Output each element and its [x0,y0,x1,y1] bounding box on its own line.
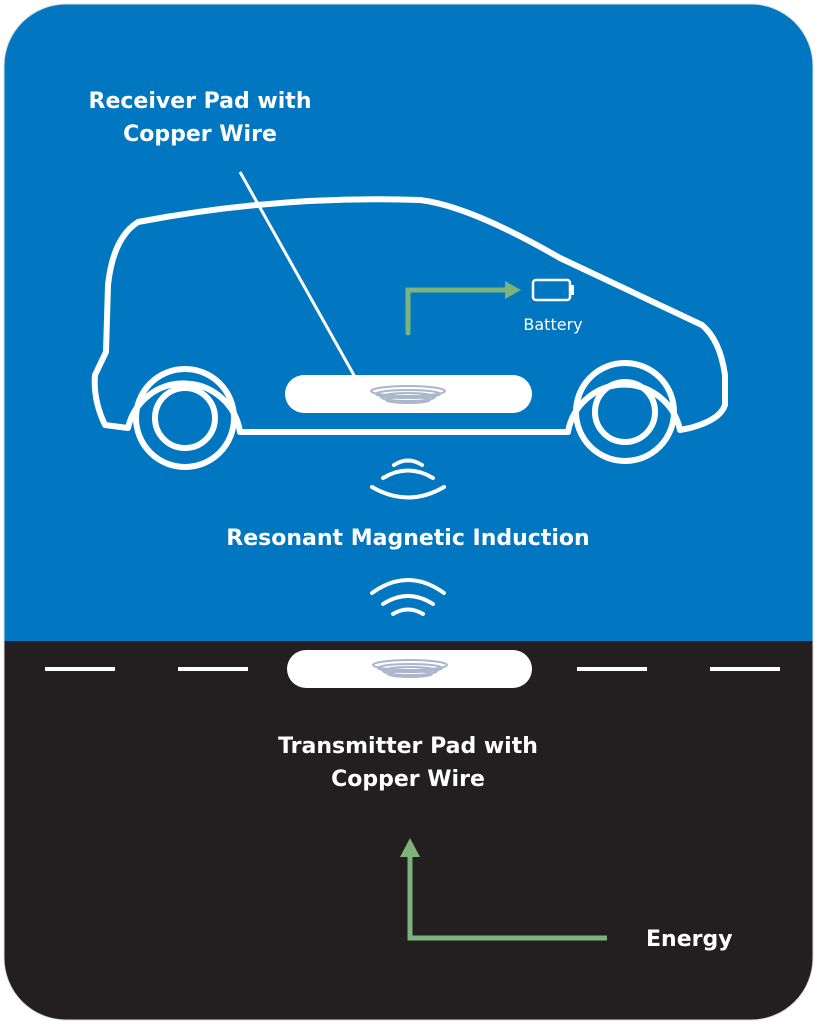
transmitter-label-line1: Transmitter Pad with [278,734,538,759]
energy-to-battery-arrow [405,281,521,336]
front-wheel [573,360,677,464]
induction-waves-up-icon [370,578,446,616]
car-outline [91,196,728,470]
transmitter-coil-icon [372,659,448,678]
transmitter-label-line2: Copper Wire [331,767,485,792]
battery-icon [531,278,574,302]
receiver-leader-line [238,171,357,378]
induction-label: Resonant Magnetic Induction [226,526,589,551]
receiver-label-line1: Receiver Pad with [89,89,312,114]
energy-arrow [400,838,607,941]
induction-waves-down-icon [370,458,446,500]
receiver-label-line2: Copper Wire [123,122,277,147]
rear-wheel [133,366,237,470]
road-background [4,641,813,1020]
energy-label: Energy [646,927,733,952]
battery-label: Battery [523,315,582,334]
receiver-coil-icon [370,385,446,404]
